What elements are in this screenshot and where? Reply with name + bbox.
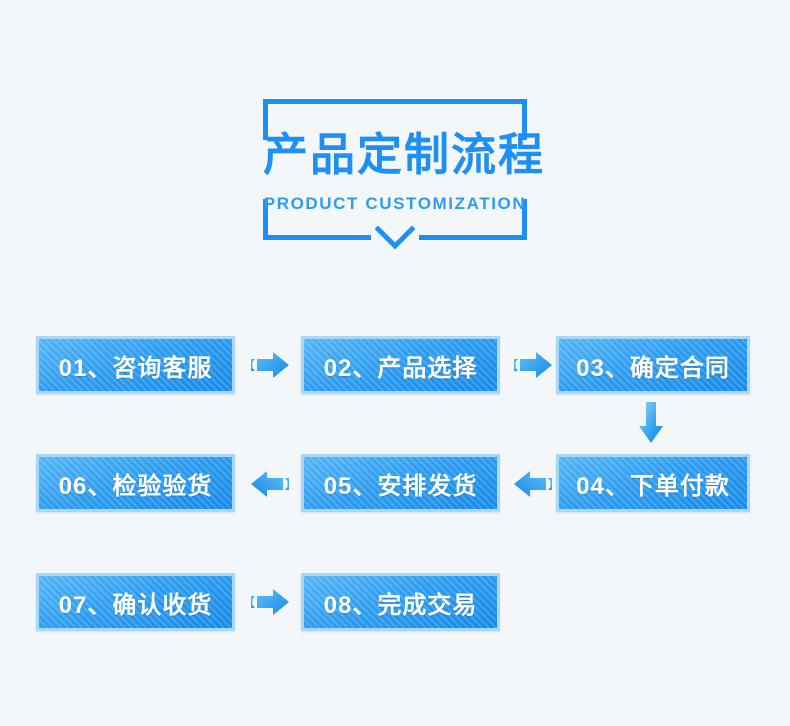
flow-step-07-label: 07、确认收货 [58, 591, 213, 619]
flow-step-08-label: 08、完成交易 [323, 591, 478, 619]
chevron-down-icon [375, 226, 415, 250]
flow-step-08[interactable]: 08、完成交易 [301, 573, 500, 631]
header-banner: 产品定制流程 PRODUCT CUSTOMIZATION [263, 99, 546, 250]
arrow-down-icon [635, 400, 667, 446]
flow-step-05[interactable]: 05、安排发货 [301, 454, 500, 512]
bracket-bottom-left-line [263, 235, 371, 240]
bracket-left-bottom-line [263, 199, 268, 240]
bracket-right-top-line [522, 99, 527, 140]
flow-step-02[interactable]: 02、产品选择 [301, 336, 500, 394]
flow-step-07[interactable]: 07、确认收货 [36, 573, 235, 631]
arrow-right-icon [512, 349, 554, 381]
arrow-right-icon [249, 349, 291, 381]
flow-step-02-label: 02、产品选择 [323, 354, 478, 382]
arrow-left-icon [512, 468, 554, 500]
flow-step-03[interactable]: 03、确定合同 [556, 336, 750, 394]
bracket-right-bottom-line [522, 199, 527, 240]
arrow-right-icon [249, 586, 291, 618]
bracket-top-line [263, 99, 527, 104]
page-title: 产品定制流程 [263, 129, 546, 180]
flow-step-03-label: 03、确定合同 [576, 354, 730, 382]
flow-step-06-label: 06、检验验货 [58, 472, 213, 500]
flow-step-04[interactable]: 04、下单付款 [556, 454, 750, 512]
flow-step-06[interactable]: 06、检验验货 [36, 454, 235, 512]
page-subtitle: PRODUCT CUSTOMIZATION [263, 194, 527, 213]
flow-step-01[interactable]: 01、咨询客服 [36, 336, 235, 394]
flow-step-04-label: 04、下单付款 [576, 472, 730, 500]
flow-step-01-label: 01、咨询客服 [58, 354, 213, 382]
arrow-left-icon [249, 468, 291, 500]
bracket-bottom-right-line [419, 235, 527, 240]
flow-step-05-label: 05、安排发货 [323, 472, 478, 500]
bracket-left-top-line [263, 99, 268, 140]
